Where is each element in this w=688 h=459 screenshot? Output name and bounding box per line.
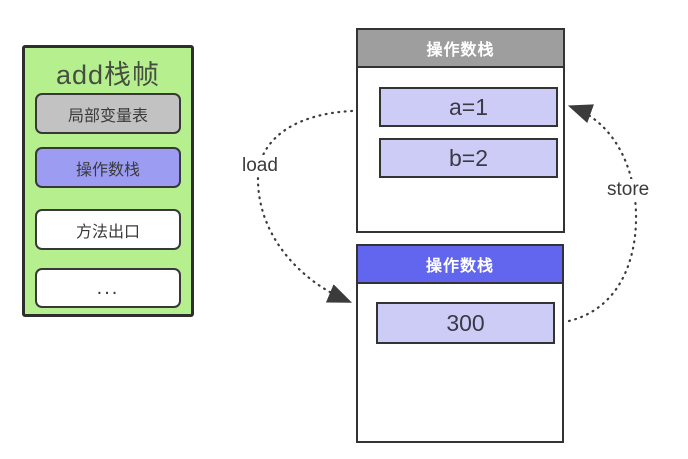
- store-arrow: [567, 104, 638, 323]
- method-exit-box: 方法出口: [35, 209, 181, 250]
- stack-slot-b: b=2: [379, 138, 558, 178]
- operand-stack-box: 操作数栈: [35, 147, 181, 188]
- local-variable-table-box: 局部变量表: [35, 93, 181, 134]
- load-arrow-label: load: [239, 155, 281, 177]
- load-arrow: [256, 109, 354, 303]
- stack-frame-title: add栈帧: [55, 59, 161, 90]
- store-arrow-label: store: [604, 179, 653, 201]
- operand-stack-top-header: 操作数栈: [358, 30, 563, 68]
- ellipsis-box: ...: [35, 268, 181, 308]
- operand-stack-frame-bottom: 操作数栈 300: [356, 244, 564, 443]
- stack-slot-a: a=1: [379, 87, 558, 127]
- stack-slot-300: 300: [376, 302, 555, 344]
- operand-stack-frame-top: 操作数栈 a=1 b=2: [356, 28, 565, 233]
- add-stack-frame-panel: add栈帧 局部变量表 操作数栈 方法出口 ...: [22, 45, 194, 317]
- operand-stack-bottom-header: 操作数栈: [358, 246, 562, 284]
